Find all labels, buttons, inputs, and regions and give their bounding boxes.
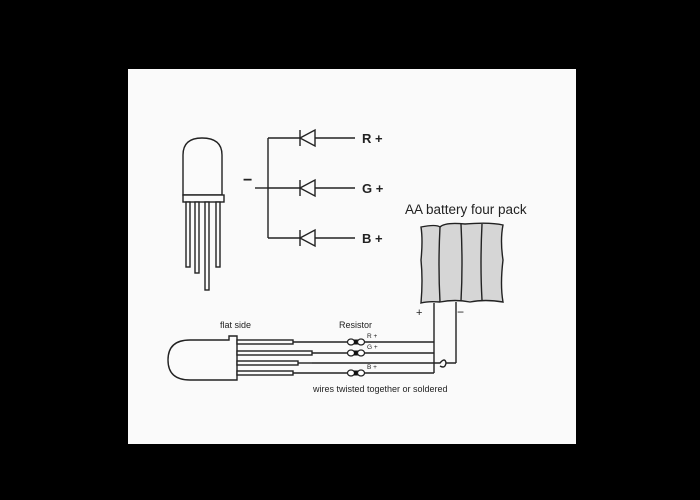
resistor-channel-label: R + bbox=[367, 333, 378, 340]
common-cathode-wire bbox=[312, 359, 456, 368]
led-lead bbox=[236, 360, 312, 366]
common-minus-label: − bbox=[243, 172, 252, 189]
resistor-end bbox=[346, 369, 356, 377]
led-lead: R + bbox=[236, 333, 434, 346]
lead-insulation bbox=[236, 370, 294, 376]
lead-insulation bbox=[236, 360, 299, 366]
diode-channel: B + bbox=[268, 228, 383, 248]
led-dome bbox=[182, 137, 223, 196]
led-leg bbox=[204, 201, 210, 291]
channel-label: B + bbox=[362, 231, 383, 246]
resistor-label: Resistor bbox=[339, 320, 372, 330]
led-leg bbox=[185, 201, 191, 268]
battery-cell-dividers bbox=[438, 223, 483, 303]
battery-pack: AA battery four pack + − bbox=[405, 202, 527, 373]
led-wiring-side-view: flat side Resistor R + G + B + wires twist… bbox=[167, 320, 456, 394]
led-side-body bbox=[167, 335, 238, 381]
led-flange bbox=[182, 194, 225, 203]
battery-plus-label: + bbox=[416, 307, 422, 319]
lead-insulation bbox=[236, 350, 313, 356]
resistor-end bbox=[356, 338, 366, 346]
resistor-channel-label: B + bbox=[367, 364, 377, 371]
led-leg bbox=[194, 201, 200, 274]
flat-side-label: flat side bbox=[220, 320, 251, 330]
led-leg bbox=[215, 201, 221, 268]
channel-label: G + bbox=[362, 181, 384, 196]
led-schematic: − R + G + B + bbox=[243, 128, 384, 248]
rgb-led-front-view bbox=[182, 137, 225, 291]
diode-channel: R + bbox=[268, 128, 383, 148]
resistor-end bbox=[346, 338, 356, 346]
resistor-body bbox=[354, 350, 358, 356]
wiring-note: wires twisted together or soldered bbox=[312, 384, 448, 394]
resistor-body bbox=[354, 339, 358, 345]
led-lead: B + bbox=[236, 364, 434, 377]
channel-label: R + bbox=[362, 131, 383, 146]
resistor-end bbox=[356, 369, 366, 377]
led-lead: G + bbox=[236, 344, 434, 357]
battery-minus-label: − bbox=[457, 305, 464, 319]
resistor-end bbox=[356, 349, 366, 357]
lead-insulation bbox=[236, 339, 294, 345]
resistor-end bbox=[346, 349, 356, 357]
resistor-channel-label: G + bbox=[367, 344, 378, 351]
diode-channel: G + bbox=[268, 178, 384, 198]
battery-title: AA battery four pack bbox=[405, 202, 527, 217]
resistor-body bbox=[354, 370, 358, 376]
